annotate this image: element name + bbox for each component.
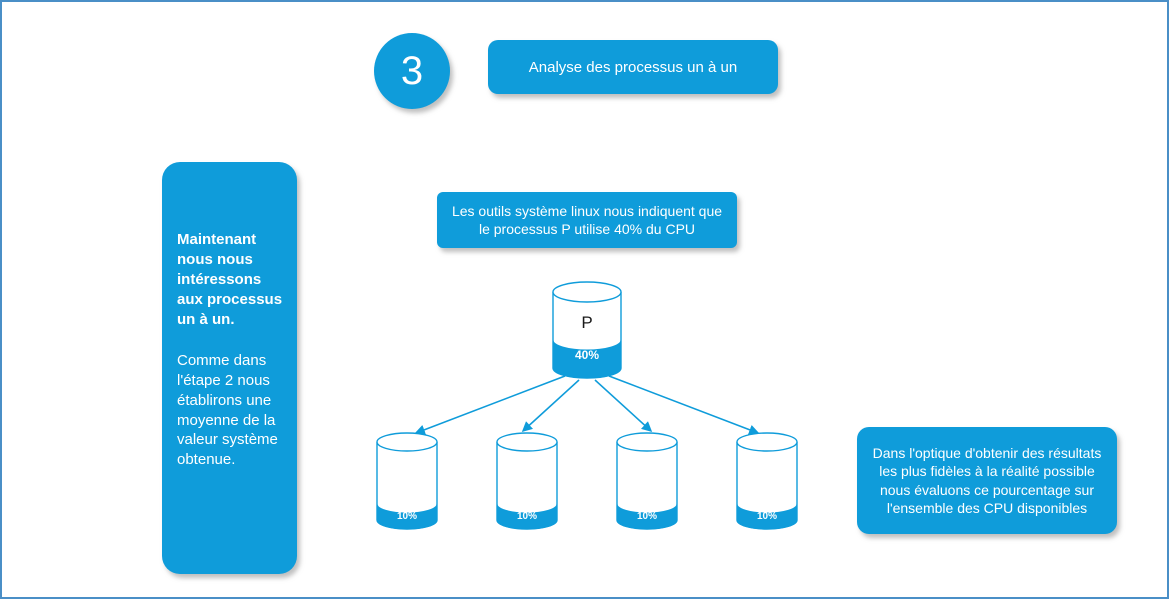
cylinder-top bbox=[616, 432, 678, 452]
arrow-to-cpu-1 bbox=[414, 375, 566, 435]
step-number: 3 bbox=[400, 48, 424, 93]
left-panel-intro: Maintenant nous nous intéressons aux pro… bbox=[177, 231, 283, 328]
cylinder-usage-band bbox=[616, 503, 678, 530]
cylinder-usage-band bbox=[552, 339, 622, 379]
process-label: P bbox=[581, 313, 592, 332]
arrows bbox=[414, 375, 760, 435]
cpu-usage: 10% bbox=[757, 511, 777, 522]
cylinder-usage-band bbox=[496, 503, 558, 530]
cpu-usage: 10% bbox=[517, 511, 537, 522]
cpu-cylinder-4: 10% bbox=[736, 432, 798, 530]
cpu-cylinder-3: 10% bbox=[616, 432, 678, 530]
cylinder-top bbox=[376, 432, 438, 452]
note-box-text: Dans l'optique d'obtenir des résultats l… bbox=[872, 444, 1102, 516]
step-number-badge: 3 bbox=[374, 33, 450, 109]
cpu-cylinder-1: 10% bbox=[376, 432, 438, 530]
cylinder-usage-band bbox=[736, 503, 798, 530]
cpu-cylinder-2: 10% bbox=[496, 432, 558, 530]
cylinder-usage-band bbox=[376, 503, 438, 530]
page-title: Analyse des processus un à un bbox=[528, 58, 738, 76]
process-diagram: P 40% 10% 10% 10% 10% bbox=[376, 281, 798, 530]
process-usage: 40% bbox=[575, 348, 599, 362]
process-cylinder: P 40% bbox=[552, 281, 622, 379]
left-panel-body: Comme dans l'étape 2 nous établirons une… bbox=[177, 351, 278, 469]
cpu-usage: 10% bbox=[637, 511, 657, 522]
note-box: Dans l'optique d'obtenir des résultats l… bbox=[857, 427, 1117, 534]
info-box: Les outils système linux nous indiquent … bbox=[437, 192, 737, 248]
title-box: Analyse des processus un à un bbox=[488, 40, 778, 94]
cylinder-top bbox=[736, 432, 798, 452]
cylinder-top bbox=[552, 281, 622, 303]
arrow-to-cpu-3 bbox=[594, 379, 653, 433]
cpu-usage: 10% bbox=[397, 511, 417, 522]
arrow-to-cpu-4 bbox=[608, 375, 760, 435]
cylinder-top bbox=[496, 432, 558, 452]
info-box-text: Les outils système linux nous indiquent … bbox=[451, 202, 723, 237]
left-panel: Maintenant nous nous intéressons aux pro… bbox=[162, 162, 297, 574]
arrow-to-cpu-2 bbox=[521, 379, 580, 433]
